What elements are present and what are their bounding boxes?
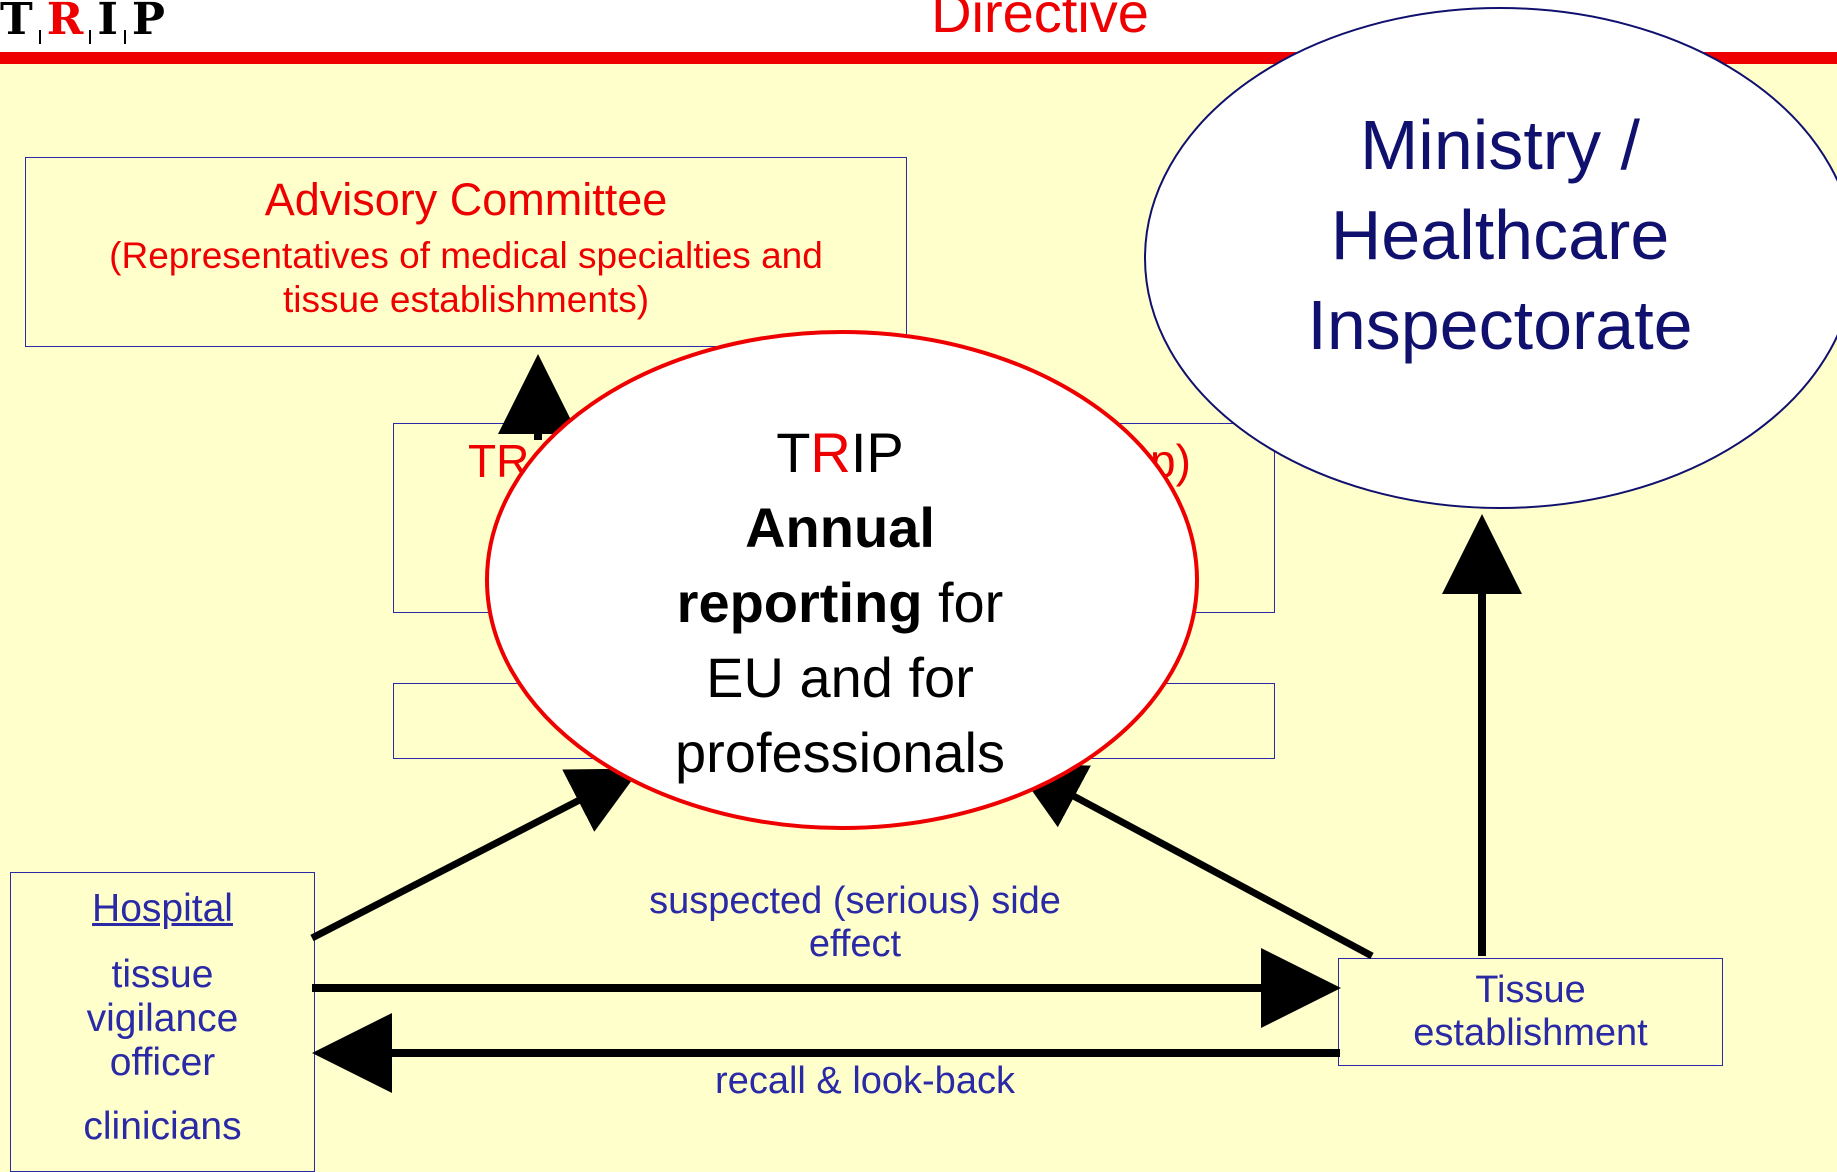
- tissue-vigilance-officer: tissue vigilance officer: [86, 953, 239, 1084]
- tissue-establishment-box: Tissue establishment: [1338, 958, 1723, 1066]
- advisory-committee-title: Advisory Committee: [264, 174, 668, 225]
- trip-box-label-left: TR: [468, 435, 530, 487]
- trip-box-label-right: p): [1150, 435, 1191, 487]
- ministry-label: Ministry / Healthcare Inspectorate: [1307, 106, 1693, 364]
- header-divider: [0, 52, 1837, 64]
- side-effect-label: suspected (serious) side effect: [649, 880, 1061, 965]
- hospital-title: Hospital: [92, 887, 233, 930]
- hospital-box: Hospital tissue vigilance officer clinic…: [10, 872, 315, 1172]
- recall-label: recall & look-back: [715, 1060, 1015, 1102]
- slide-title: Directive: [931, 0, 1149, 44]
- clinicians: clinicians: [83, 1105, 242, 1148]
- advisory-committee-description: (Representatives of medical specialties …: [109, 235, 823, 320]
- trip-annual-reporting-label: TRIP Annual reporting for EU and for pro…: [675, 421, 1005, 784]
- advisory-committee-box: Advisory Committee (Representatives of m…: [25, 157, 907, 347]
